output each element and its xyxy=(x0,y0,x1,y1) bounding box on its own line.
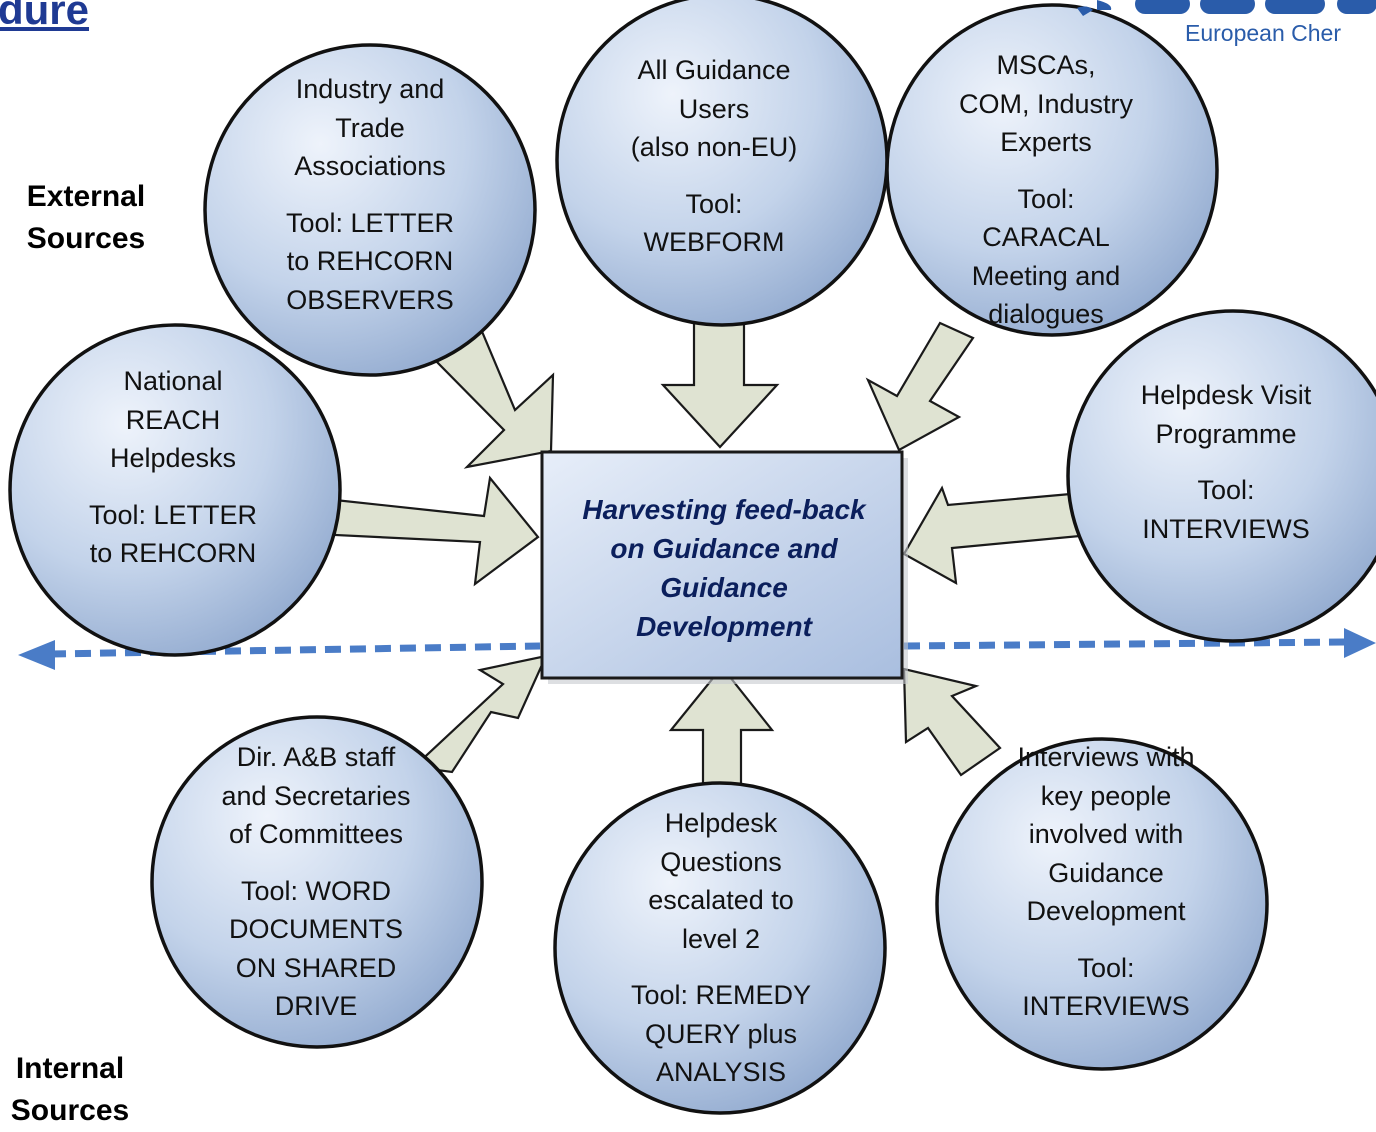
circle-national xyxy=(8,323,342,657)
node-helpdesk-visit-text: Helpdesk Visit Programme Tool: INTERVIEW… xyxy=(1140,380,1312,544)
divider-line xyxy=(18,628,1376,670)
node-key-people-text: Interviews with key people involved with… xyxy=(1017,742,1195,1021)
arrow-helpdesk-visit xyxy=(902,485,1084,586)
echa-logo: European Cher xyxy=(1075,0,1376,50)
circle-helpdesk-questions xyxy=(553,781,887,1115)
node-industry-text: Industry and Trade Associations Tool: LE… xyxy=(285,74,455,315)
circle-mscas xyxy=(885,3,1219,337)
internal-sources-label: Internal Sources xyxy=(10,1052,130,1127)
node-dir-staff-text: Dir. A&B staff and Secretaries of Commit… xyxy=(221,742,411,1021)
divider-left-arrowhead xyxy=(18,640,55,670)
node-mscas-text: MSCAs, COM, Industry Experts Tool: CARAC… xyxy=(958,50,1134,329)
center-box xyxy=(540,450,904,680)
external-sources-label: External Sources xyxy=(26,180,146,255)
circle-helpdesk-visit xyxy=(1066,309,1376,643)
logo-text: European Cher xyxy=(1185,20,1341,46)
center-box-text: Harvesting feed-back on Guidance and Gui… xyxy=(582,494,866,642)
logo-mark xyxy=(1077,0,1376,17)
circle-industry xyxy=(203,43,537,377)
arrow-guidance-users xyxy=(660,321,780,449)
circle-dir-staff xyxy=(150,715,484,1049)
arrow-key-people xyxy=(902,667,1002,777)
node-national-text: National REACH Helpdesks Tool: LETTER to… xyxy=(88,366,258,568)
circle-key-people xyxy=(935,737,1269,1071)
node-guidance-users-text: All Guidance Users (also non-EU) Tool: W… xyxy=(630,55,798,257)
arrow-industry xyxy=(434,320,555,469)
arrow-national xyxy=(333,475,540,587)
node-helpdesk-questions-text: Helpdesk Questions escalated to level 2 … xyxy=(630,808,812,1087)
arrow-dir-staff xyxy=(411,654,548,774)
divider-right-arrowhead xyxy=(1344,628,1376,658)
slide-title: dure xyxy=(0,0,90,33)
arrow-mscas xyxy=(865,321,975,452)
